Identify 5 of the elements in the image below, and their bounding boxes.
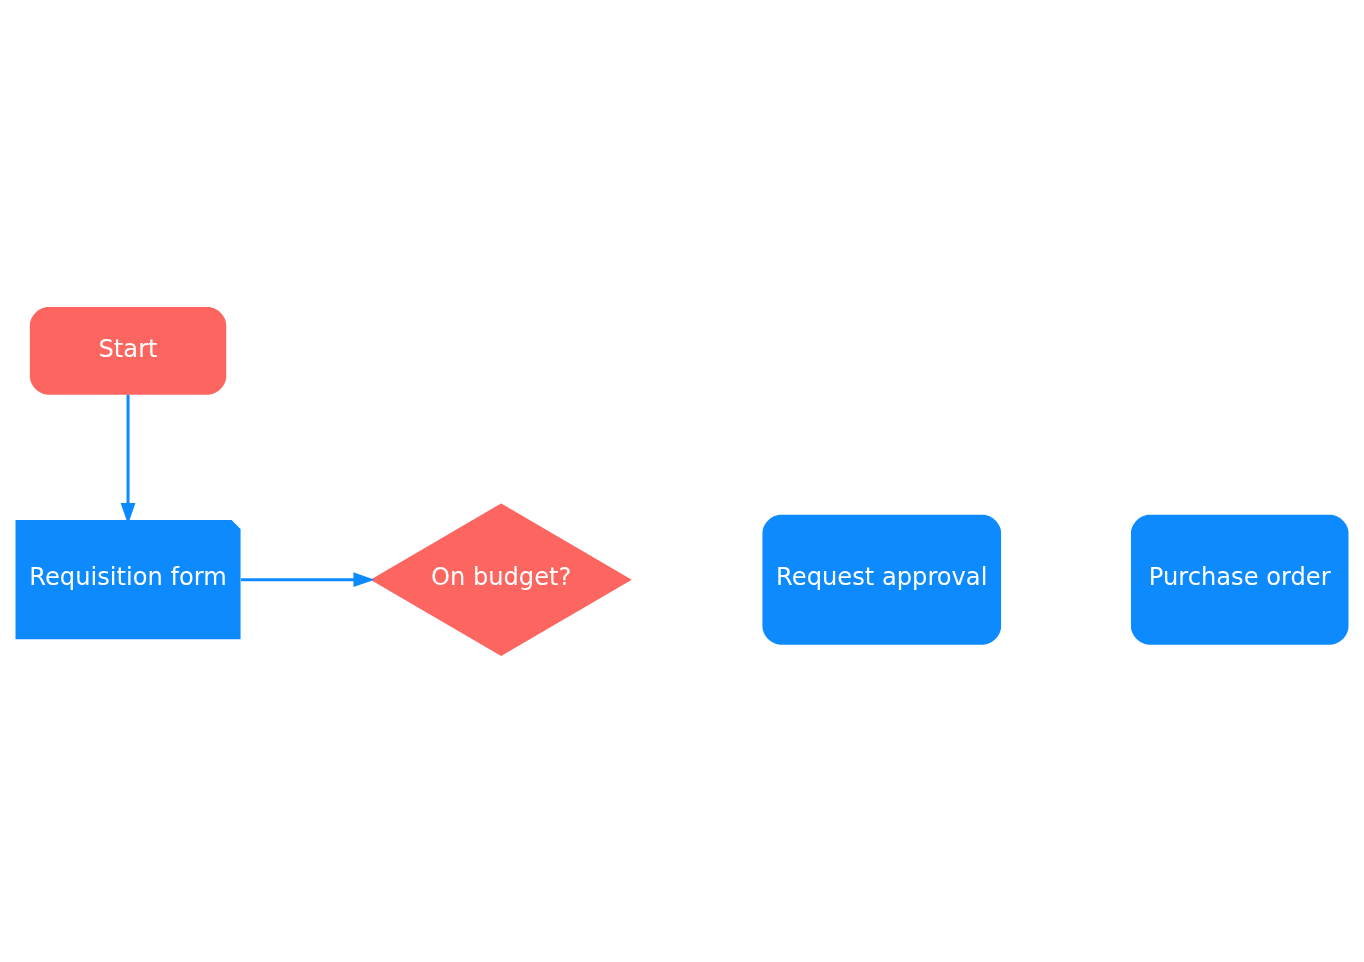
node-diamond: On budget? [370, 502, 632, 656]
arrow [241, 571, 375, 587]
node-box: Purchase order [1131, 514, 1349, 645]
node-box: Start [29, 306, 227, 395]
node-box: Request approval [762, 514, 1002, 645]
